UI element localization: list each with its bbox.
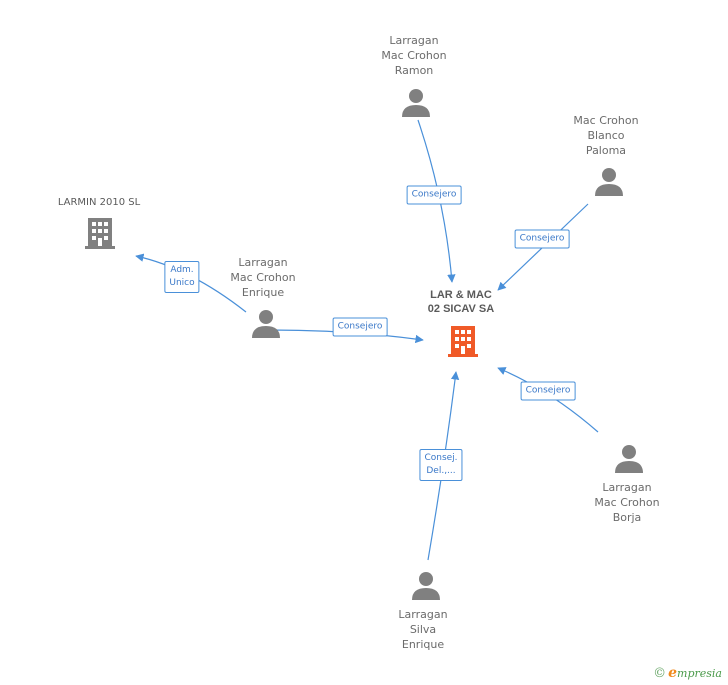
person-enrique-line2: Mac Crohon	[230, 271, 296, 284]
person-paloma-name[interactable]: Mac Crohon Blanco Paloma	[573, 113, 638, 158]
person-ramon-line2: Mac Crohon	[381, 49, 447, 62]
edge-label-larmin-line1: Adm.	[170, 265, 194, 275]
edge-label-silva[interactable]: Consej. Del.,...	[419, 449, 463, 481]
edge-label-enrique[interactable]: Consejero	[332, 317, 388, 337]
person-silva-name[interactable]: Larragan Silva Enrique	[398, 607, 447, 652]
center-name-line2: 02 SICAV SA	[427, 303, 495, 315]
company-larmin-name[interactable]: LARMIN 2010 SL	[57, 197, 141, 208]
edge-label-ramon[interactable]: Consejero	[406, 185, 462, 205]
person-icon-enrique[interactable]	[251, 309, 281, 339]
edge-label-enrique-text: Consejero	[337, 321, 383, 332]
edge-label-larmin-line2: Unico	[169, 278, 195, 288]
edge-label-borja[interactable]: Consejero	[520, 381, 576, 401]
edge-label-paloma[interactable]: Consejero	[514, 229, 570, 249]
empresia-logo-text: mpresia	[677, 667, 722, 680]
edge-label-paloma-text: Consejero	[519, 233, 565, 244]
building-icon-larmin[interactable]	[85, 218, 115, 250]
person-ramon-name[interactable]: Larragan Mac Crohon Ramon	[381, 33, 446, 78]
person-borja-line1: Larragan	[602, 481, 652, 494]
person-borja-name[interactable]: Larragan Mac Crohon Borja	[594, 480, 659, 525]
edge-label-ramon-text: Consejero	[411, 189, 457, 200]
edge-label-larmin[interactable]: Adm. Unico	[164, 261, 200, 293]
person-enrique-line3: Enrique	[241, 286, 285, 299]
person-paloma-line1: Mac Crohon	[573, 114, 639, 127]
center-company-name[interactable]: LAR & MAC 02 SICAV SA	[428, 288, 494, 316]
person-icon-silva[interactable]	[411, 571, 441, 601]
person-borja-line2: Mac Crohon	[594, 496, 660, 509]
person-paloma-line2: Blanco	[587, 129, 625, 142]
empresia-logo-e: e	[668, 665, 678, 681]
person-enrique-line1: Larragan	[238, 256, 288, 269]
person-borja-line3: Borja	[612, 511, 642, 524]
person-silva-line3: Enrique	[401, 638, 445, 651]
person-enrique-name[interactable]: Larragan Mac Crohon Enrique	[230, 255, 295, 300]
copyright-symbol: ©	[653, 666, 667, 681]
empresia-footer[interactable]: ©empresia	[653, 665, 722, 681]
person-ramon-line3: Ramon	[394, 64, 434, 77]
center-name-line1: LAR & MAC	[430, 289, 492, 301]
edge-label-silva-line1: Consej.	[424, 453, 458, 463]
person-silva-line1: Larragan	[398, 608, 448, 621]
person-paloma-line3: Paloma	[585, 144, 627, 157]
edge-label-silva-line2: Del.,...	[426, 466, 456, 476]
person-icon-borja[interactable]	[614, 444, 644, 474]
edge-label-borja-text: Consejero	[525, 385, 571, 396]
person-icon-paloma[interactable]	[594, 167, 624, 197]
person-ramon-line1: Larragan	[389, 34, 439, 47]
building-icon-center[interactable]	[448, 326, 478, 358]
person-icon-ramon[interactable]	[401, 88, 431, 118]
person-silva-line2: Silva	[409, 623, 437, 636]
